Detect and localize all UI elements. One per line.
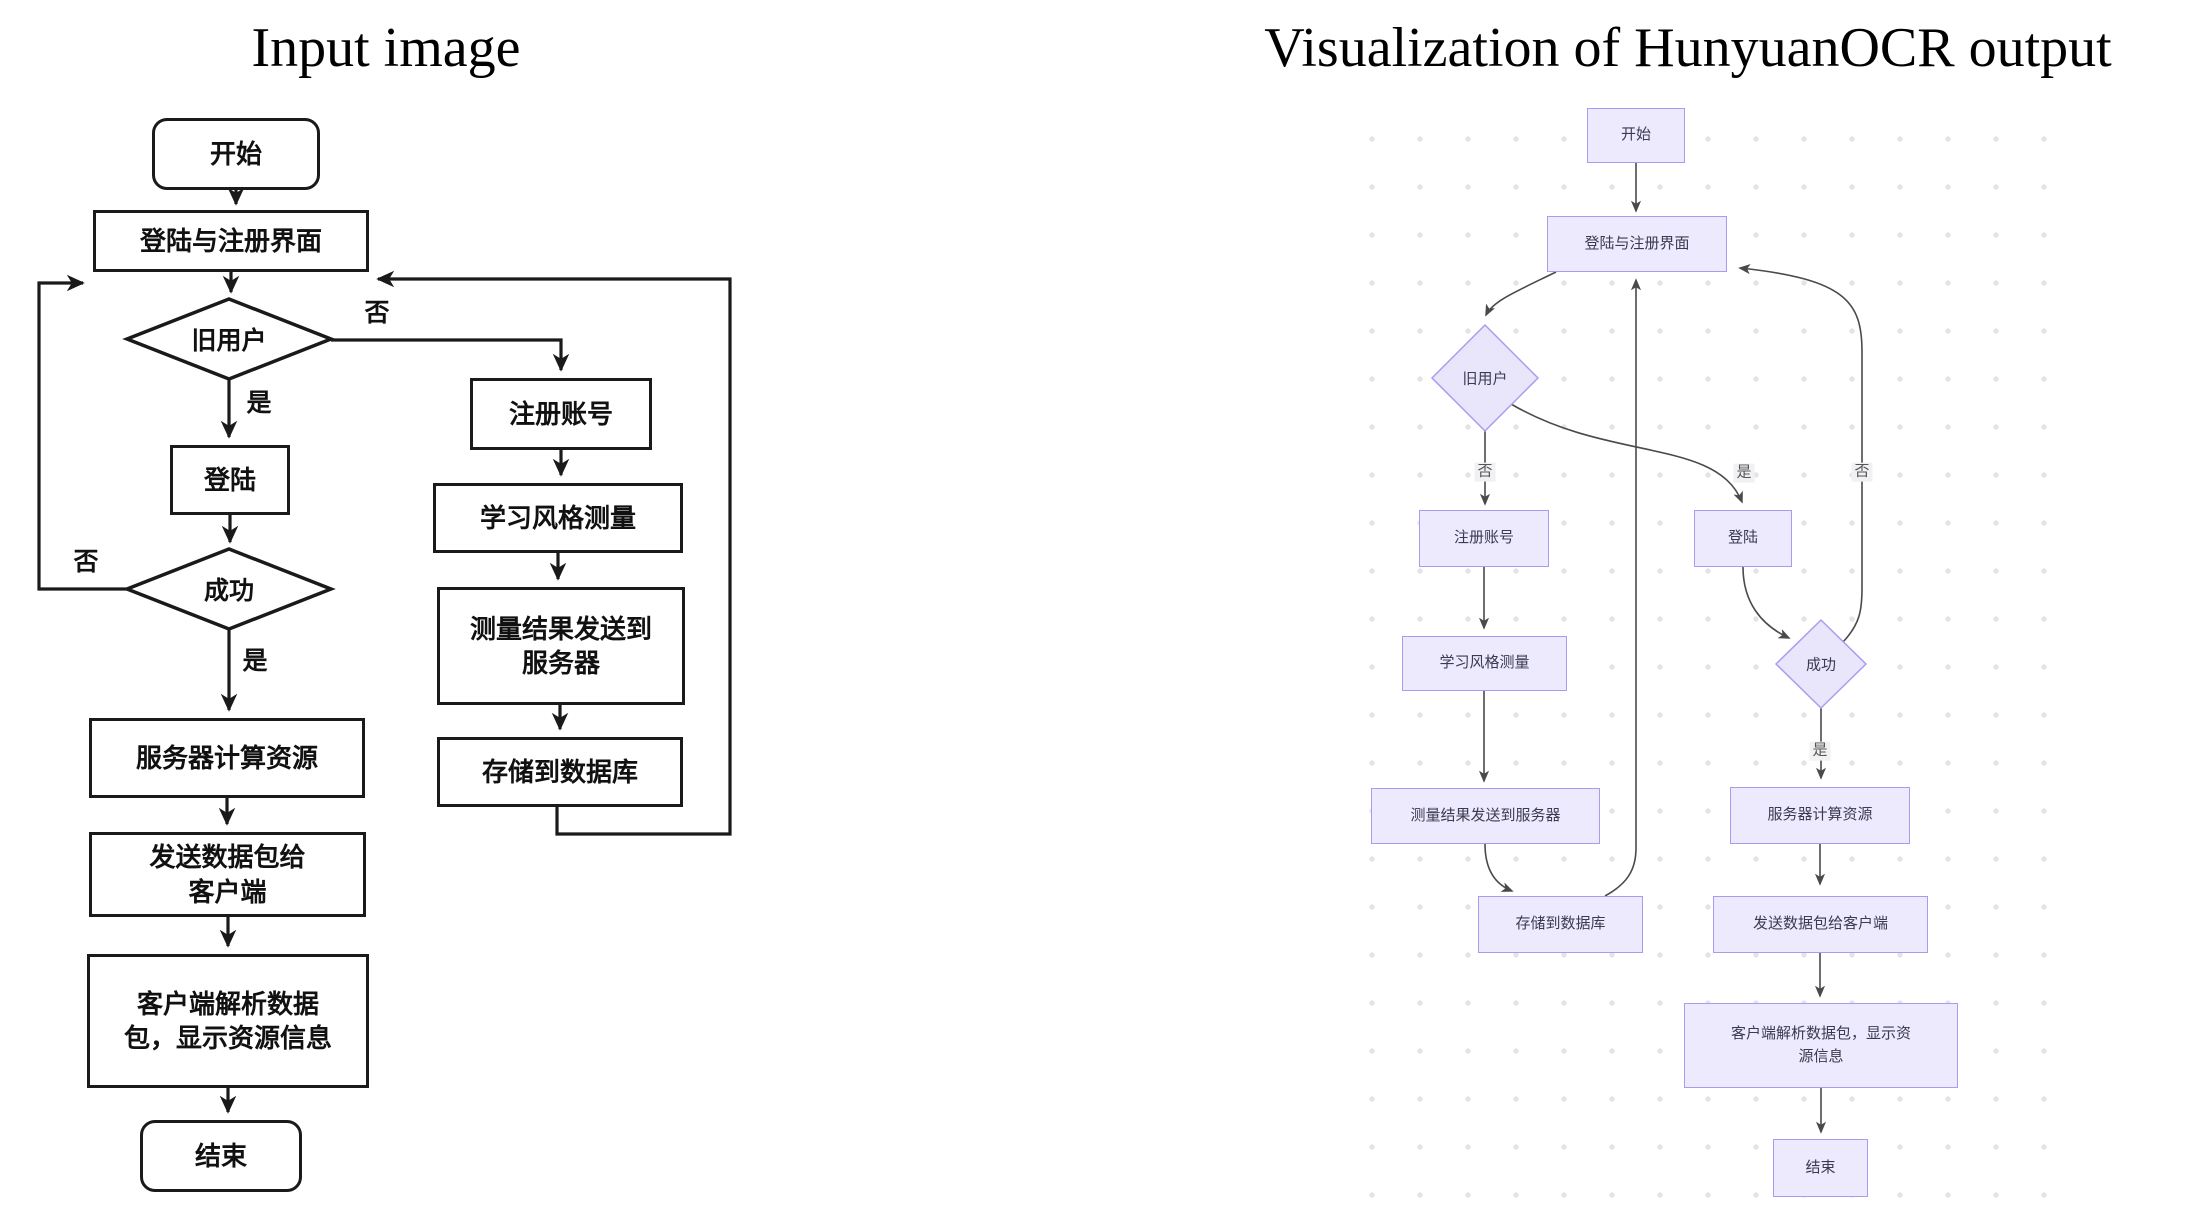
right-success-diamond-label: 成功: [1805, 656, 1837, 674]
right-node-server-compute: 服务器计算资源: [1730, 787, 1910, 844]
left-node-client-parse-line1: 客户端解析数据: [136, 988, 319, 1019]
right-node-server-compute-label: 服务器计算资源: [1767, 806, 1873, 824]
right-node-send-packet-label: 发送数据包给客户端: [1752, 915, 1888, 933]
left-node-send-packet-line2: 客户端: [188, 876, 267, 907]
edge-storedb-loginregister-loop: [376, 270, 732, 836]
left-label-old-user-yes: 是: [246, 389, 272, 417]
left-node-login-label: 登陆: [203, 464, 256, 495]
right-label-old-user-no: 否: [1474, 462, 1496, 482]
left-node-end-label: 结束: [194, 1140, 247, 1171]
left-node-login-register-label: 登陆与注册界面: [139, 225, 322, 256]
r-edge-success-loginregister-no: [1738, 264, 1863, 643]
left-node-register: 注册账号: [470, 378, 652, 450]
left-node-store-db-label: 存储到数据库: [481, 756, 638, 787]
left-node-start: 开始: [152, 118, 320, 190]
right-node-client-parse-line2: 源信息: [1798, 1047, 1844, 1065]
left-node-client-parse-line2: 包，显示资源信息: [123, 1023, 332, 1053]
right-success-diamond: [1774, 618, 1868, 710]
r-edge-storedb-loginregister-loop: [1604, 278, 1642, 897]
right-node-store-db-label: 存储到数据库: [1515, 915, 1606, 933]
right-node-end-label: 结束: [1805, 1158, 1836, 1176]
edge-olduser-register-no: [331, 338, 570, 372]
right-node-end: 结束: [1773, 1139, 1868, 1197]
r-edge-measuresend-storedb: [1484, 843, 1514, 892]
right-node-register-label: 注册账号: [1453, 529, 1514, 547]
left-node-measure-send: 测量结果发送到 服务器: [437, 587, 685, 705]
right-node-start: 开始: [1587, 108, 1685, 163]
left-panel-title: Input image: [251, 17, 521, 79]
right-node-register: 注册账号: [1419, 510, 1549, 567]
left-node-measure-send-line1: 测量结果发送到: [469, 613, 652, 644]
left-node-style-measure-label: 学习风格测量: [479, 502, 636, 533]
left-node-style-measure: 学习风格测量: [433, 483, 683, 553]
right-node-measure-send: 测量结果发送到服务器: [1371, 788, 1600, 844]
left-node-client-parse: 客户端解析数据 包，显示资源信息: [87, 954, 369, 1088]
right-label-success-no: 否: [1851, 462, 1873, 482]
right-node-login: 登陆: [1694, 510, 1792, 567]
right-label-old-user-yes: 是: [1733, 463, 1755, 483]
right-old-user-diamond-label: 旧用户: [1462, 370, 1508, 388]
r-edge-olduser-login-yes: [1510, 403, 1743, 504]
right-node-style-measure-label: 学习风格测量: [1439, 654, 1530, 672]
left-node-login-register: 登陆与注册界面: [93, 210, 369, 272]
left-node-register-label: 注册账号: [508, 398, 613, 429]
edge-success-loginregister-no: [37, 274, 127, 591]
left-node-end: 结束: [140, 1120, 302, 1192]
right-panel-title: Visualization of HunyuanOCR output: [1264, 17, 2112, 79]
left-node-server-compute-label: 服务器计算资源: [135, 742, 318, 773]
left-node-store-db: 存储到数据库: [437, 737, 683, 807]
left-success-diamond-label: 成功: [203, 577, 255, 605]
right-node-start-label: 开始: [1620, 126, 1651, 144]
left-node-send-packet-line1: 发送数据包给: [149, 842, 306, 873]
left-node-start-label: 开始: [209, 138, 262, 169]
right-node-measure-send-label: 测量结果发送到服务器: [1410, 806, 1561, 824]
right-label-success-yes: 是: [1809, 741, 1831, 761]
left-label-old-user-no: 否: [364, 299, 390, 327]
left-node-measure-send-line2: 服务器: [521, 648, 600, 678]
r-edge-login-success: [1742, 566, 1791, 639]
right-node-client-parse: 客户端解析数据包，显示资 源信息: [1684, 1003, 1958, 1088]
left-success-diamond: [122, 547, 336, 631]
right-node-send-packet: 发送数据包给客户端: [1713, 896, 1928, 953]
left-label-success-yes: 是: [242, 647, 268, 675]
left-old-user-diamond: [122, 297, 336, 381]
r-edge-login-olduser: [1485, 271, 1557, 317]
left-node-login: 登陆: [170, 445, 290, 515]
right-old-user-diamond: [1430, 323, 1540, 433]
right-node-client-parse-line1: 客户端解析数据包，显示资: [1730, 1025, 1911, 1042]
right-node-login-register: 登陆与注册界面: [1547, 216, 1727, 272]
right-node-login-label: 登陆: [1727, 529, 1758, 547]
left-node-send-packet: 发送数据包给 客户端: [89, 832, 366, 917]
right-node-store-db: 存储到数据库: [1478, 896, 1643, 953]
left-old-user-diamond-label: 旧用户: [191, 327, 267, 355]
left-label-success-no: 否: [73, 548, 99, 576]
left-node-server-compute: 服务器计算资源: [89, 718, 365, 798]
right-node-style-measure: 学习风格测量: [1402, 636, 1567, 691]
right-node-login-register-label: 登陆与注册界面: [1584, 234, 1690, 252]
